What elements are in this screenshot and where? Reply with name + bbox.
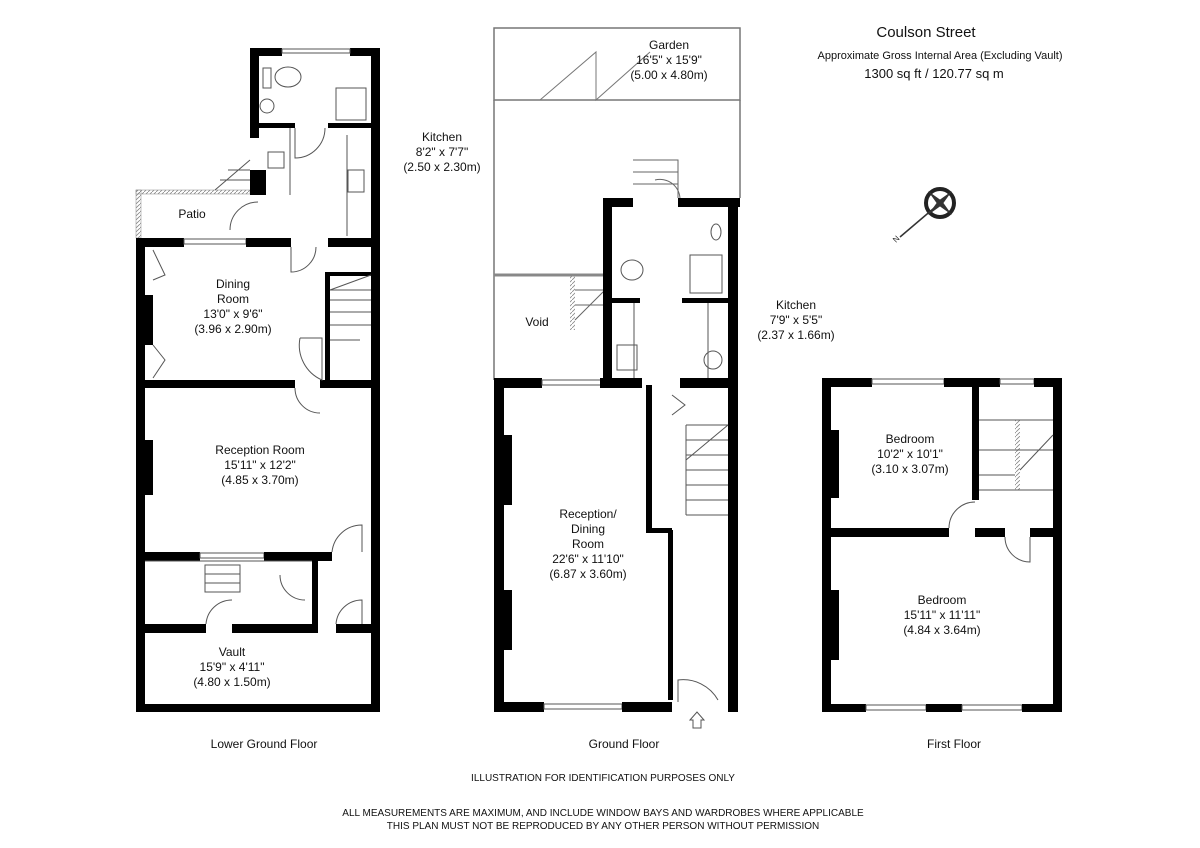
compass-north-label: N (891, 234, 902, 245)
room-label-void: Void (525, 315, 549, 329)
area-subtitle: Approximate Gross Internal Area (Excludi… (817, 50, 1063, 62)
floor-label-ground: Ground Floor (588, 737, 660, 751)
disclaimer-measurements: ALL MEASUREMENTS ARE MAXIMUM, AND INCLUD… (342, 808, 864, 819)
area-total: 1300 sq ft / 120.77 sq m (864, 66, 1004, 81)
floor-label-first: First Floor (927, 737, 981, 751)
ground-floor-plan (493, 27, 741, 729)
floor-label-lower-ground: Lower Ground Floor (210, 737, 318, 751)
compass-rose-icon: N (891, 187, 956, 245)
disclaimer-copyright: THIS PLAN MUST NOT BE REPRODUCED BY ANY … (386, 821, 820, 832)
disclaimer-identification: ILLUSTRATION FOR IDENTIFICATION PURPOSES… (471, 773, 735, 784)
lower-ground-floor-plan (135, 48, 380, 712)
first-floor-plan (822, 378, 1062, 712)
page-title: Coulson Street (876, 24, 976, 41)
room-label-patio: Patio (178, 207, 206, 221)
